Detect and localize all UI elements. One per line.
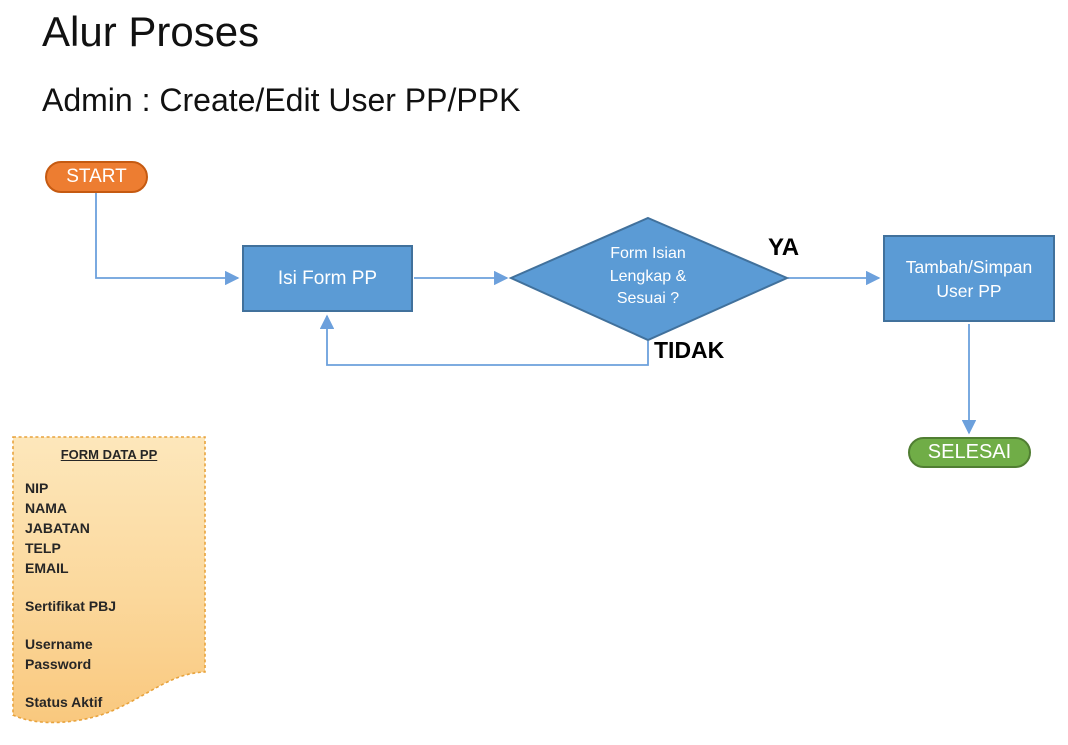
end-terminator: SELESAI xyxy=(908,437,1031,468)
connector-decision-no-loop xyxy=(319,314,649,366)
start-terminator: START xyxy=(45,161,148,193)
note-field-nip: NIP xyxy=(25,480,49,496)
connector-start-to-fill-form xyxy=(95,193,240,286)
note-field-sertifikat-pbj: Sertifikat PBJ xyxy=(25,598,117,614)
process-save-user: Tambah/Simpan User PP xyxy=(883,235,1055,322)
process-fill-form: Isi Form PP xyxy=(242,245,413,312)
branch-label-no: TIDAK xyxy=(654,337,725,363)
page-title: Alur Proses xyxy=(42,8,260,55)
branch-label-yes: YA xyxy=(768,234,800,261)
note-field-password: Password xyxy=(25,656,92,672)
note-field-status-aktif: Status Aktif xyxy=(25,694,103,710)
note-form-data-pp: FORM DATA PP NIP NAMA JABATAN TELP EMAIL… xyxy=(13,437,205,712)
note-field-email: EMAIL xyxy=(25,560,69,576)
note-field-nama: NAMA xyxy=(25,500,67,516)
decision-diamond xyxy=(508,216,790,342)
note-field-jabatan: JABATAN xyxy=(25,520,90,536)
note-field-telp: TELP xyxy=(25,540,61,556)
note-field-username: Username xyxy=(25,636,93,652)
note-shape xyxy=(12,436,206,724)
decision-label: Form Isian Lengkap & Sesuai ? xyxy=(609,245,687,307)
page-subtitle: Admin : Create/Edit User PP/PPK xyxy=(42,82,521,118)
note-title: FORM DATA PP xyxy=(60,447,158,462)
